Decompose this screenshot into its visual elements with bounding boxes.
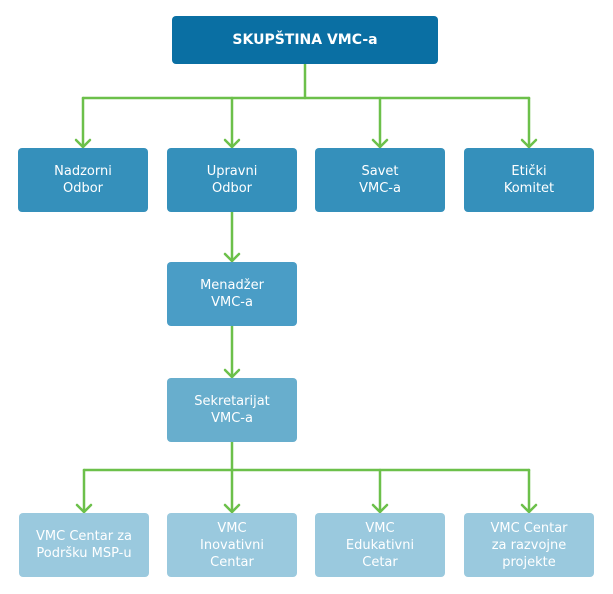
node-skupstina: SKUPŠTINA VMC-a: [172, 16, 438, 64]
arrowhead-icon: [371, 138, 389, 149]
node-eticki-komitet: Etički Komitet: [464, 148, 594, 212]
node-nadzorni-odbor: Nadzorni Odbor: [18, 148, 148, 212]
arrowhead-icon: [520, 503, 538, 514]
node-savet: Savet VMC-a: [315, 148, 445, 212]
node-edukativni-cetar: VMC Edukativni Cetar: [315, 513, 445, 577]
arrowhead-icon: [223, 138, 241, 149]
node-menadzer: Menadžer VMC-a: [167, 262, 297, 326]
arrowhead-icon: [223, 503, 241, 514]
node-razvojni-projekti: VMC Centar za razvojne projekte: [464, 513, 594, 577]
arrowhead-icon: [223, 368, 241, 379]
node-inovativni-centar: VMC Inovativni Centar: [167, 513, 297, 577]
arrowhead-icon: [223, 252, 241, 263]
node-centar-msp: VMC Centar za Podršku MSP-u: [19, 513, 149, 577]
node-upravni-odbor: Upravni Odbor: [167, 148, 297, 212]
arrowhead-icon: [75, 503, 93, 514]
node-sekretarijat: Sekretarijat VMC-a: [167, 378, 297, 442]
arrowhead-icon: [74, 138, 92, 149]
arrowhead-icon: [520, 138, 538, 149]
arrowhead-icon: [371, 503, 389, 514]
